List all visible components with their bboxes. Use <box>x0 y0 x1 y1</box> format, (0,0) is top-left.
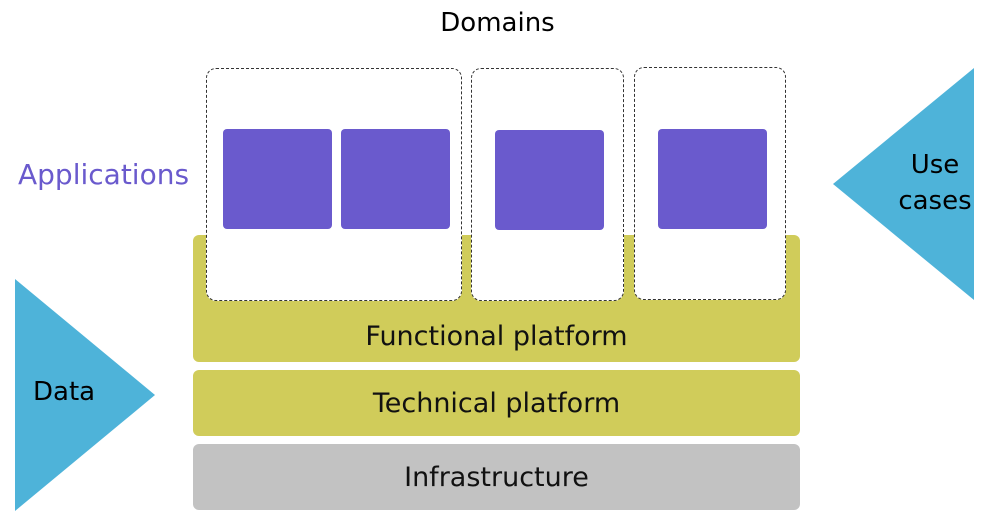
technical-platform-layer: Technical platform <box>193 370 800 436</box>
use-cases-label: Use cases <box>890 147 980 219</box>
application-block <box>341 129 450 229</box>
data-label: Data <box>33 377 96 407</box>
data-triangle <box>15 279 155 511</box>
diagram-title: Domains <box>440 8 555 38</box>
application-block <box>223 129 332 229</box>
functional-platform-label: Functional platform <box>365 321 628 352</box>
use-cases-line1: Use <box>910 150 960 180</box>
use-cases-line2: cases <box>898 186 972 216</box>
application-block <box>658 129 767 229</box>
application-block <box>495 130 604 230</box>
infrastructure-label: Infrastructure <box>404 461 589 493</box>
technical-platform-label: Technical platform <box>372 387 621 419</box>
applications-label: Applications <box>18 158 190 191</box>
infrastructure-layer: Infrastructure <box>193 444 800 510</box>
use-cases-triangle <box>833 68 974 300</box>
